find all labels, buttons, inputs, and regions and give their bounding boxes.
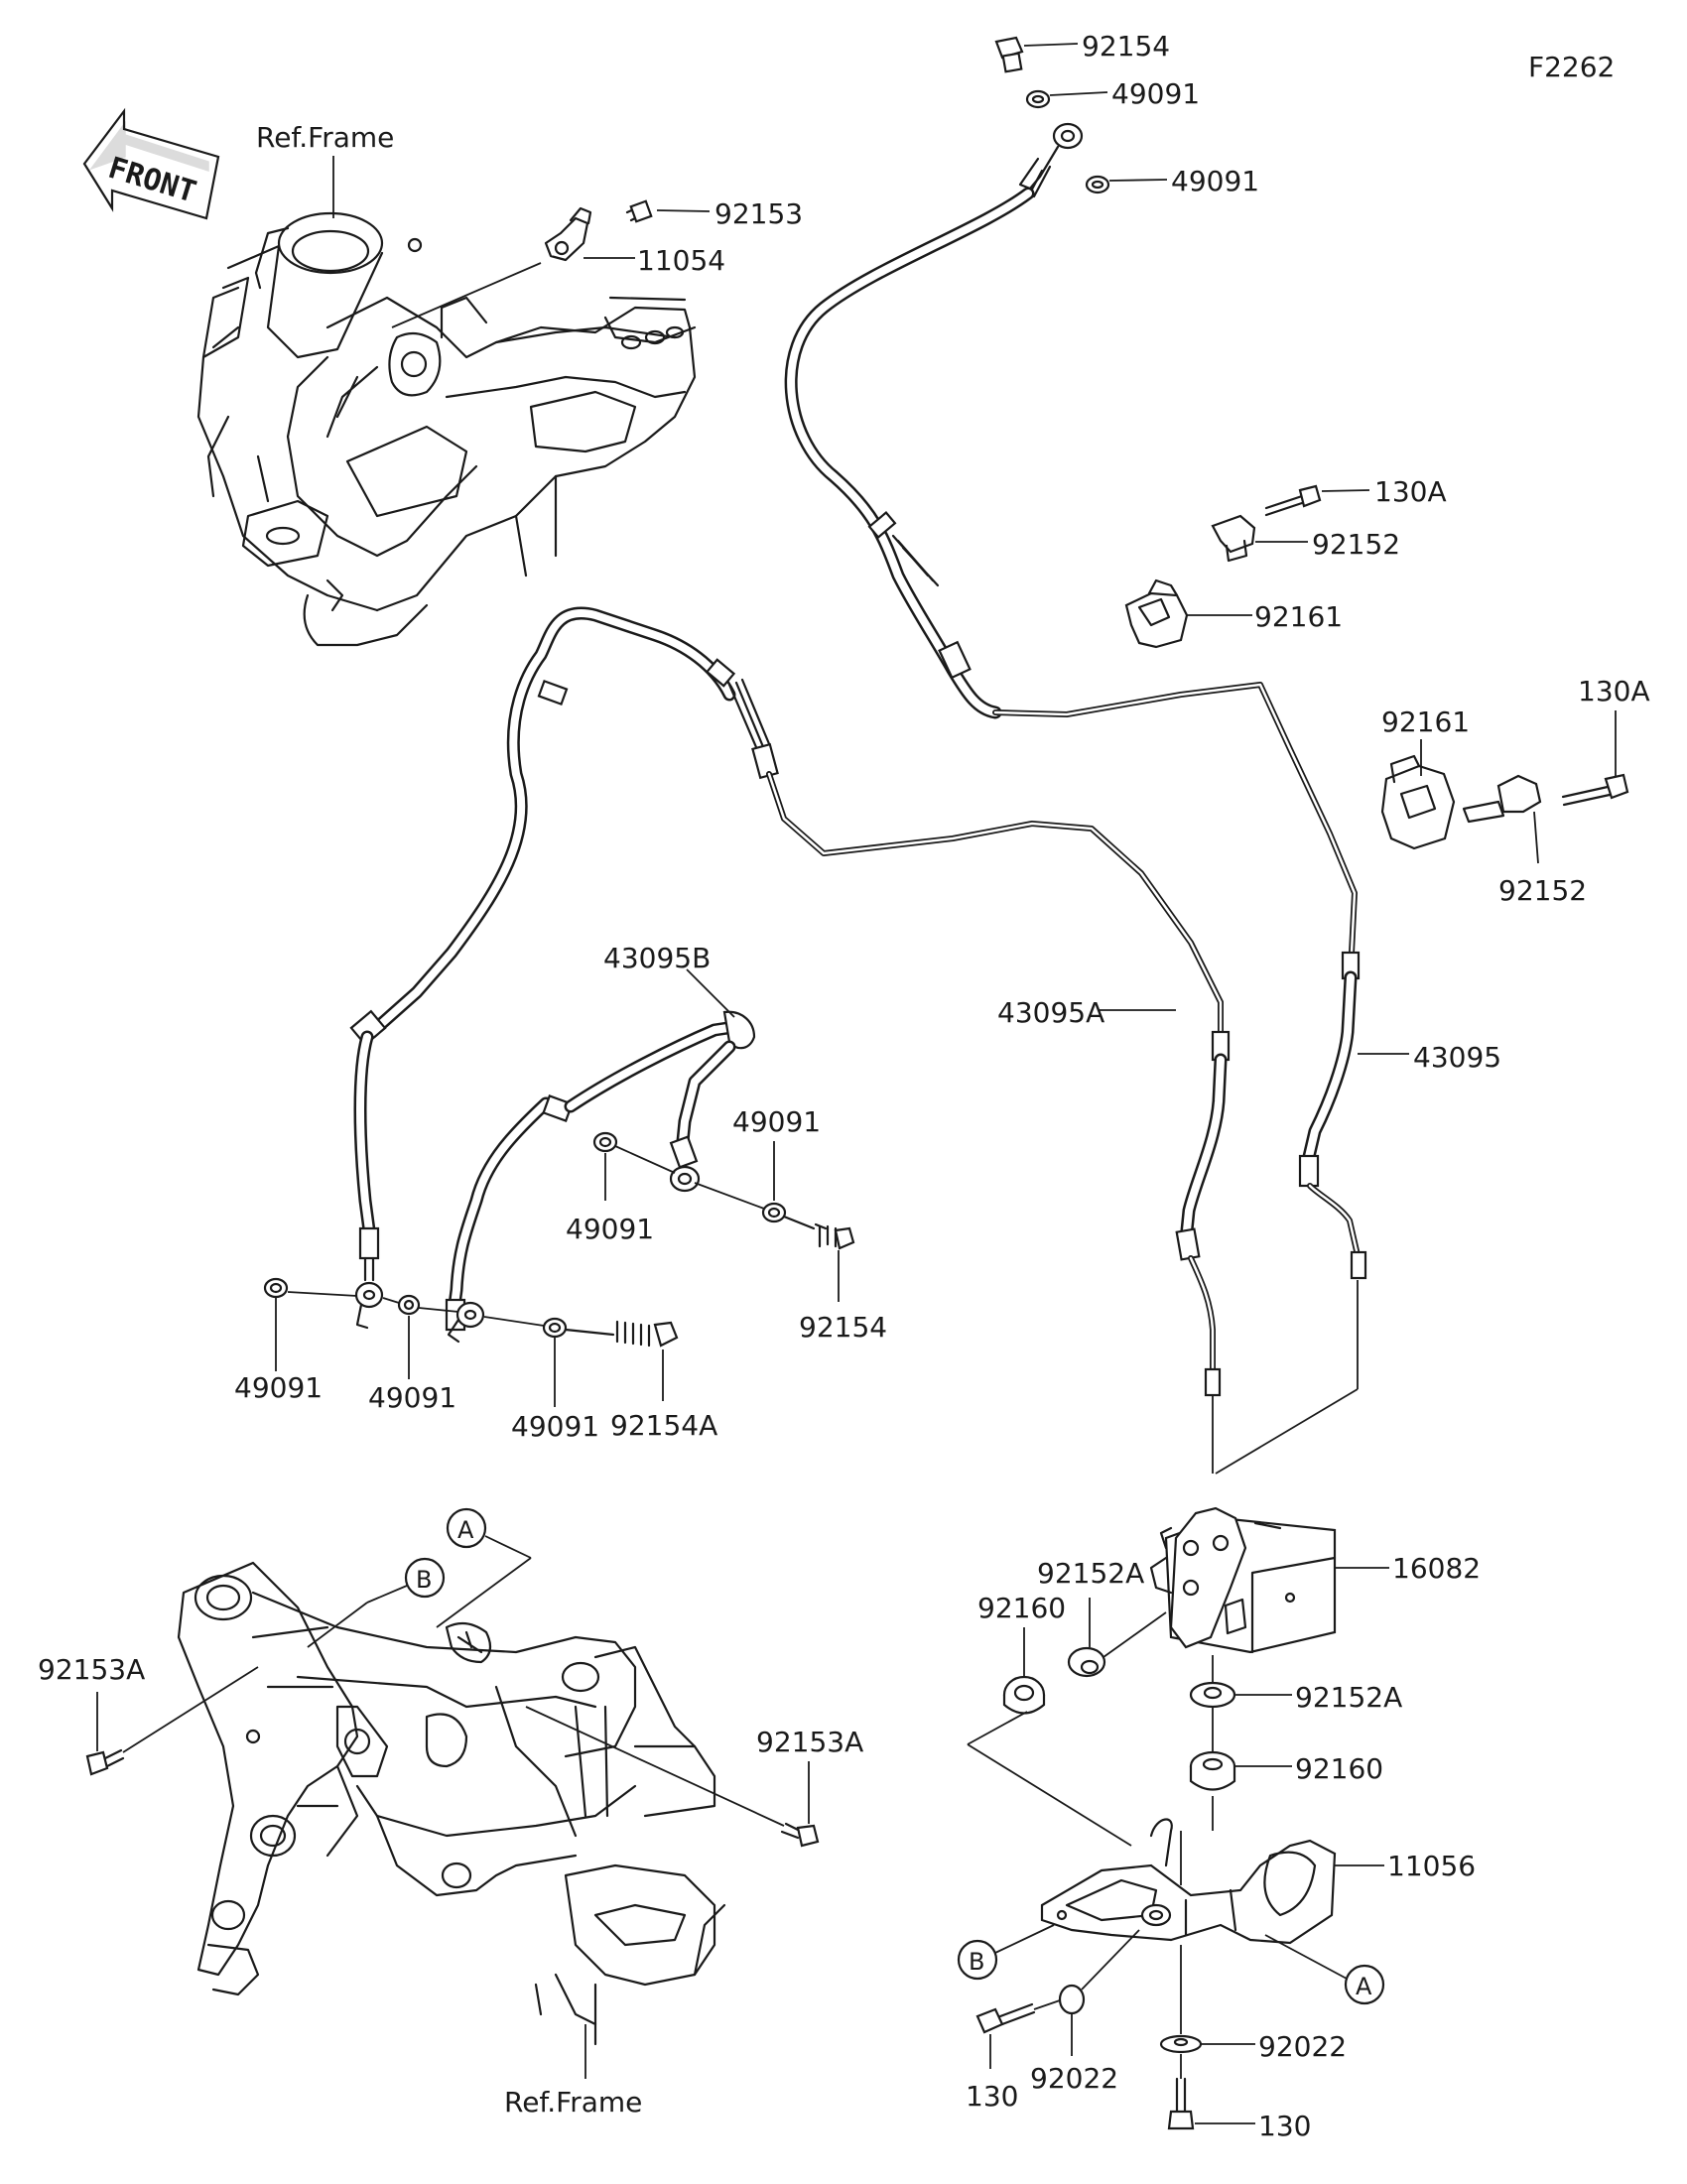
washer-49091-top1 — [1025, 89, 1108, 109]
callout-B-frame: B — [307, 1557, 446, 1648]
washer-49091-low2 — [382, 1294, 459, 1379]
bracket-11056 — [967, 1743, 1384, 1945]
figure-id: F2262 — [1528, 51, 1615, 83]
frame-rear-assembly — [177, 1561, 726, 2046]
label-11056: 11056 — [1387, 1850, 1476, 1882]
label-49091-top2: 49091 — [1171, 165, 1259, 197]
banjo-bolt-92154A — [564, 1320, 679, 1401]
washer-49091-low1 — [263, 1277, 358, 1371]
washer-49091-top2 — [1085, 175, 1168, 194]
front-arrow: FRONT — [82, 107, 220, 220]
label-49091-mid1: 49091 — [566, 1213, 654, 1245]
label-11054: 11054 — [637, 244, 725, 277]
pipe-43095 — [992, 682, 1361, 980]
label-49091-low2: 49091 — [368, 1381, 456, 1414]
bolt-130-1 — [975, 1999, 1061, 2069]
hose-43095-upper — [784, 187, 1035, 719]
label-92154-top: 92154 — [1082, 30, 1170, 63]
ref-frame-bottom-label: Ref.Frame — [504, 2086, 642, 2119]
clamp-92161-2 — [1380, 739, 1456, 850]
frame-head-assembly — [196, 211, 697, 647]
grommet-92160-2 — [1189, 1707, 1292, 1831]
label-92153A-1: 92153A — [38, 1653, 145, 1686]
washer-49091-low3 — [483, 1316, 568, 1407]
label-92152A-1: 92152A — [1037, 1557, 1144, 1590]
label-130-2: 130 — [1258, 2110, 1311, 2142]
label-92160-2: 92160 — [1295, 1752, 1383, 1785]
label-92153: 92153 — [714, 197, 803, 230]
bolt-130A-2 — [1561, 710, 1629, 807]
label-92152-2: 92152 — [1498, 874, 1587, 907]
collar-92152-1 — [1211, 514, 1308, 563]
label-92154-mid: 92154 — [799, 1311, 887, 1344]
label-92022-2: 92022 — [1258, 2030, 1347, 2063]
pipe-43095A — [766, 771, 1231, 1474]
grommet-92160-1 — [967, 1627, 1046, 1745]
collar-92152-2 — [1462, 774, 1542, 864]
callout-B-bracket: B — [957, 1924, 1055, 1981]
bolt-130A-1 — [1264, 484, 1370, 517]
bolt-92153A-2 — [525, 1706, 820, 1848]
label-16082: 16082 — [1392, 1552, 1481, 1585]
label-130A-1: 130A — [1374, 475, 1447, 508]
label-49091-top1: 49091 — [1111, 77, 1200, 110]
label-92153A-2: 92153A — [756, 1726, 863, 1758]
label-92152-1: 92152 — [1312, 528, 1400, 561]
washer-92022-2 — [1159, 1945, 1255, 2054]
label-49091-low1: 49091 — [234, 1371, 323, 1404]
svg-text:B: B — [969, 1948, 984, 1976]
bolt-130-2 — [1167, 2054, 1255, 2130]
clamp-11054 — [391, 206, 635, 328]
banjo-bolt-92154-mid — [782, 1215, 855, 1302]
collar-92152A-1 — [1067, 1598, 1167, 1678]
label-49091-low3: 49091 — [511, 1410, 599, 1443]
hose-43095-lower — [1215, 970, 1409, 1475]
clamp-92161-1 — [1124, 578, 1252, 649]
label-43095B: 43095B — [603, 942, 711, 974]
callout-A-bracket: A — [1264, 1934, 1385, 2005]
svg-text:B: B — [416, 1566, 432, 1594]
label-130A-2: 130A — [1578, 675, 1650, 707]
hose-43095A — [349, 606, 779, 1330]
collar-92152A-2 — [1189, 1655, 1292, 1709]
bolt-92153A-1 — [85, 1666, 259, 1776]
label-92154A: 92154A — [610, 1409, 717, 1442]
washer-49091-mid2 — [694, 1141, 787, 1223]
label-92161-2: 92161 — [1381, 706, 1470, 738]
label-43095A: 43095A — [997, 996, 1104, 1029]
abs-unit-16082 — [1149, 1506, 1389, 1654]
label-43095: 43095 — [1413, 1041, 1501, 1074]
svg-text:A: A — [1356, 1973, 1372, 2000]
top-hose-banjo — [1018, 122, 1084, 200]
svg-text:A: A — [457, 1516, 474, 1544]
label-92022-1: 92022 — [1030, 2062, 1118, 2095]
label-92161-1: 92161 — [1254, 600, 1343, 633]
hose-43095B — [445, 968, 756, 1344]
callout-A-frame: A — [436, 1507, 532, 1628]
label-92160-1: 92160 — [977, 1592, 1066, 1624]
bolt-92153 — [625, 199, 711, 223]
washer-92022-1 — [1058, 1929, 1140, 2056]
label-49091-mid2: 49091 — [732, 1105, 821, 1138]
washer-49091-mid1 — [592, 1131, 676, 1201]
banjo-bolt-92154-top — [994, 36, 1079, 73]
ref-frame-top-label: Ref.Frame — [256, 121, 394, 154]
label-92152A-2: 92152A — [1295, 1681, 1402, 1714]
label-130-1: 130 — [966, 2080, 1018, 2113]
